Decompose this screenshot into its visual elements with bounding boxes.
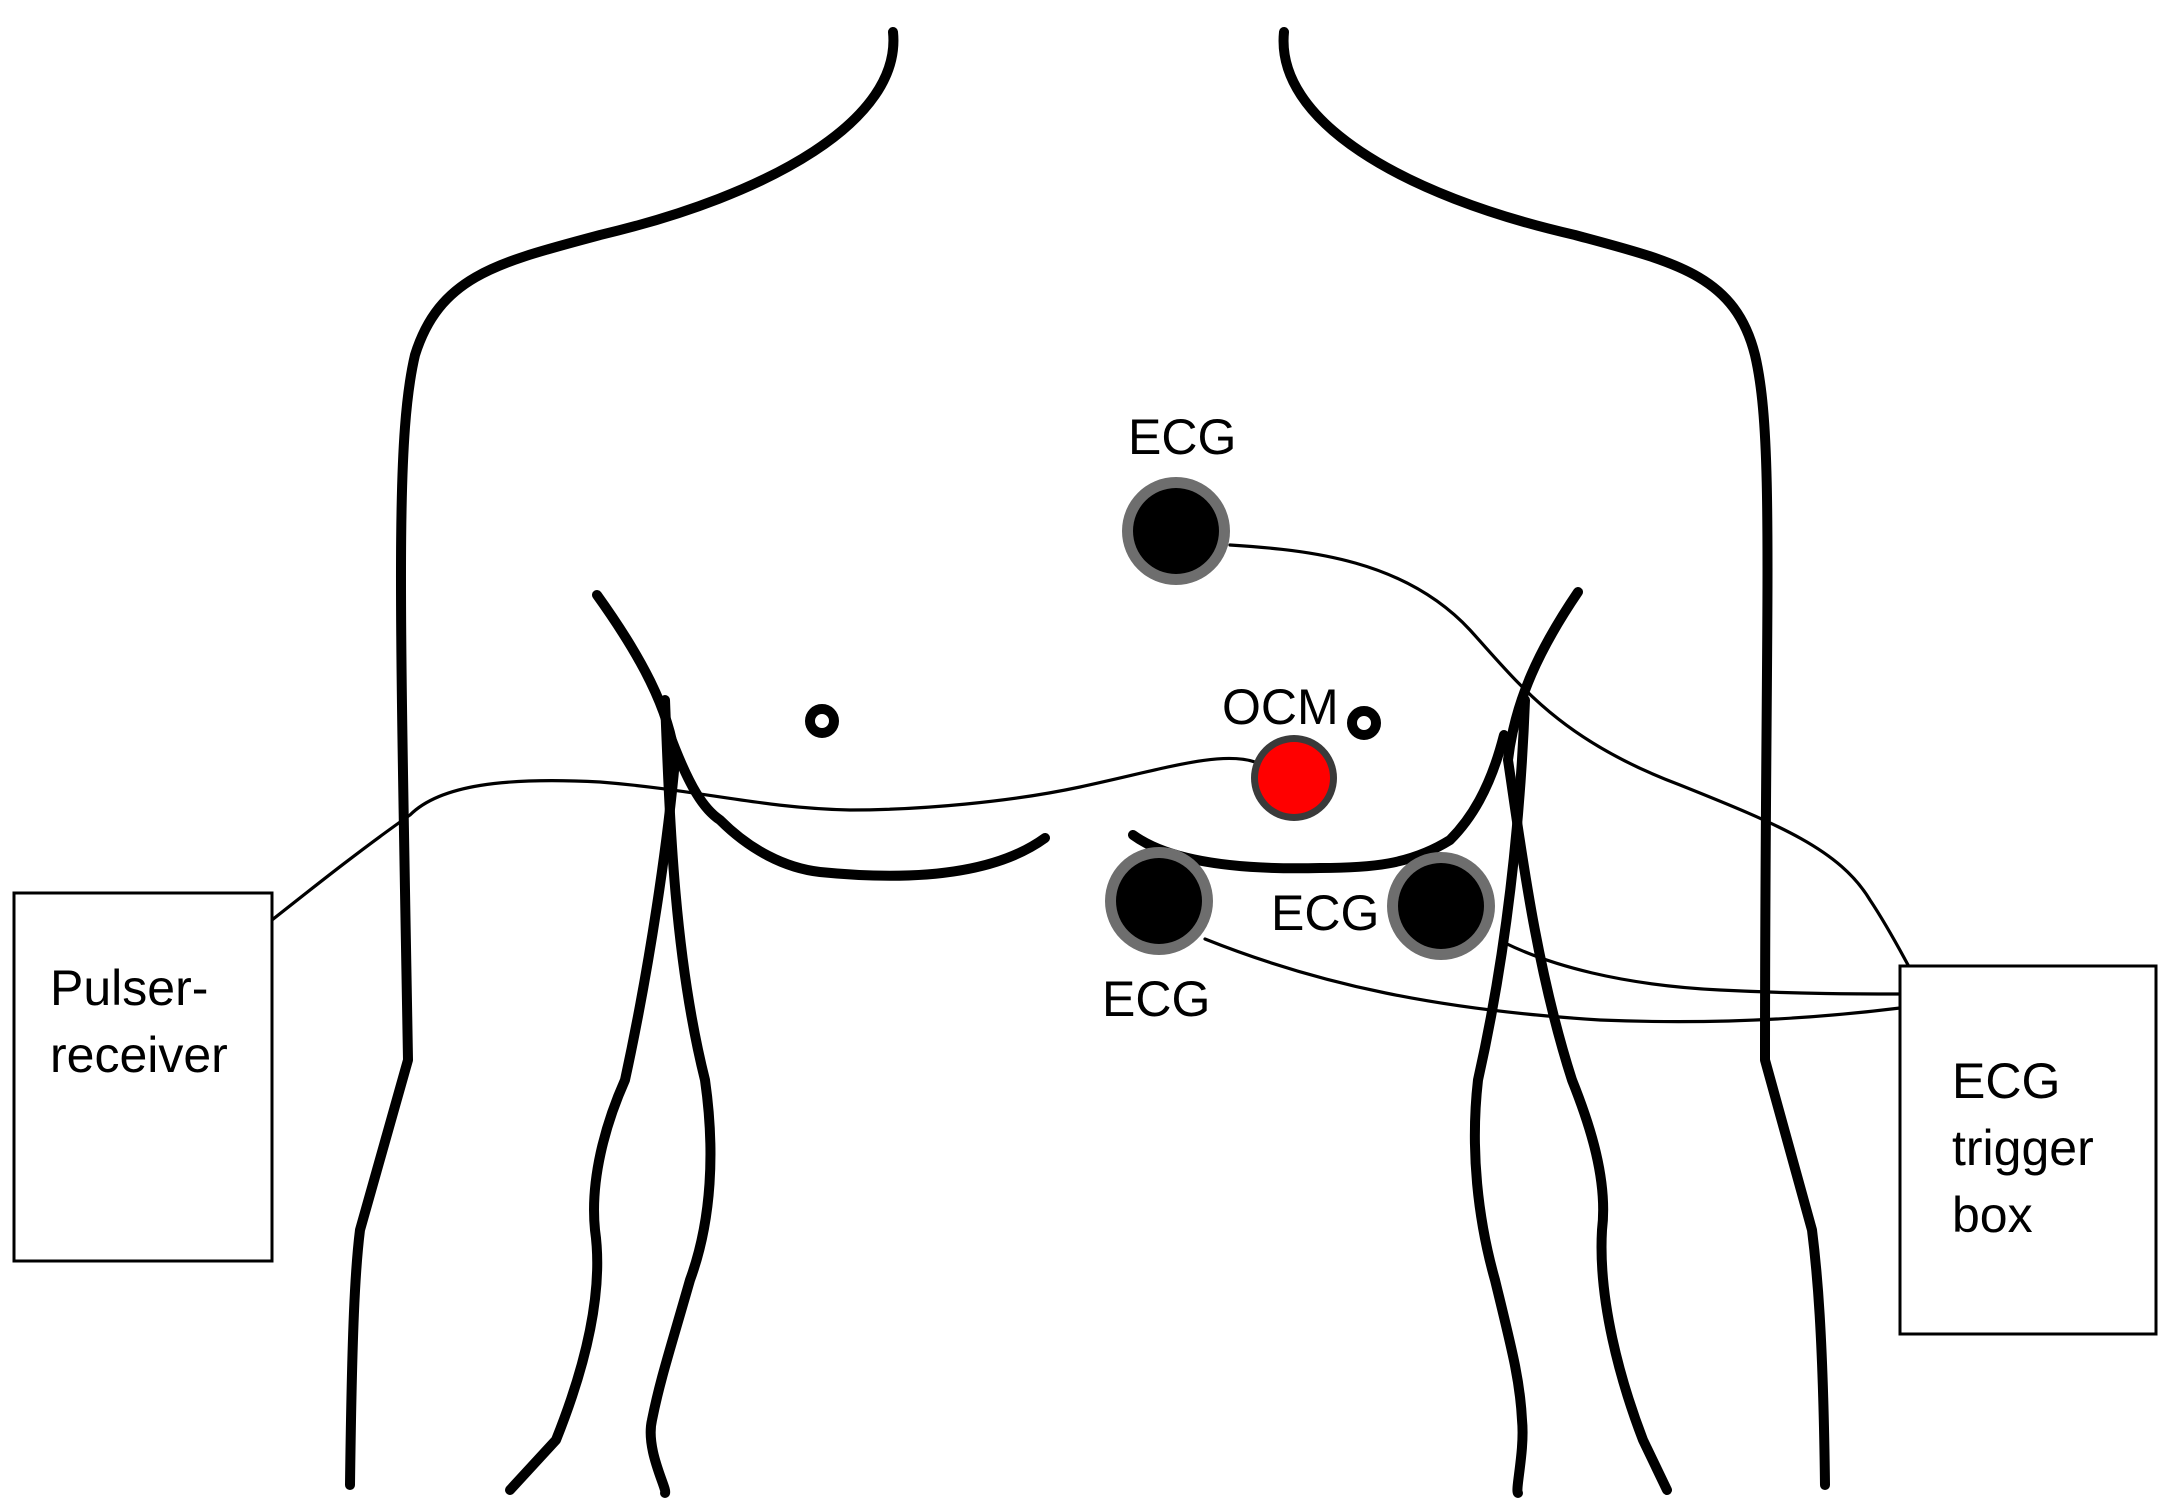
right-arm <box>1128 587 1672 1498</box>
ecg-electrode-lower-right-label: ECG <box>1271 885 1379 941</box>
ecg-electrode-lower-left-label: ECG <box>1102 971 1210 1027</box>
ecg-trigger-box-label-line1: ECG <box>1952 1053 2060 1109</box>
lower-right-ecg-cable <box>1503 941 1902 996</box>
ecg-electrode-lower-right: ECG <box>1271 852 1495 960</box>
torso-left-side <box>345 27 899 1490</box>
ecg-electrode-lower-left-core <box>1116 858 1202 944</box>
nipples <box>805 704 1381 740</box>
ecg-electrode-upper: ECG <box>1122 409 1236 585</box>
ecg-electrode-lower-right-core <box>1398 863 1484 949</box>
left-arm-outer <box>505 590 680 1495</box>
torso-outline <box>345 27 1830 1490</box>
left-arm <box>505 590 1050 1498</box>
ocm-probe-core <box>1258 742 1330 814</box>
right-nipple <box>1347 706 1381 740</box>
pulser-receiver-label-line1: Pulser- <box>50 960 208 1016</box>
ocm-probe-label: OCM <box>1222 679 1339 735</box>
left-pectoral-line <box>663 725 1050 881</box>
ocm-cable <box>270 756 1257 922</box>
ecg-electrode-upper-core <box>1133 488 1219 574</box>
right-arm-inner <box>1469 695 1530 1498</box>
pulser-receiver-label-line2: receiver <box>50 1027 228 1083</box>
pulser-receiver-frame <box>12 891 274 1263</box>
ocm-probe: OCM <box>1222 679 1339 821</box>
right-arm-outer <box>1503 587 1672 1495</box>
ecg-trigger-box: ECG trigger box <box>1898 964 2158 1336</box>
ecg-trigger-box-label-line3: box <box>1952 1187 2033 1243</box>
ecg-trigger-box-frame <box>1898 964 2158 1336</box>
upper-ecg-cable <box>1228 543 1914 974</box>
right-pectoral-line <box>1128 730 1509 874</box>
ecg-electrode-upper-label: ECG <box>1128 409 1236 465</box>
left-nipple <box>805 704 839 738</box>
ecg-trigger-box-label-line2: trigger <box>1952 1120 2094 1176</box>
lower-left-ecg-cable <box>1203 937 1902 1024</box>
pulser-receiver-box: Pulser- receiver <box>12 891 274 1263</box>
cables <box>270 543 1914 1024</box>
torso-right-side <box>1278 27 1830 1490</box>
left-arm-inner <box>645 695 716 1498</box>
ecg-electrode-lower-left: ECG <box>1102 847 1213 1027</box>
